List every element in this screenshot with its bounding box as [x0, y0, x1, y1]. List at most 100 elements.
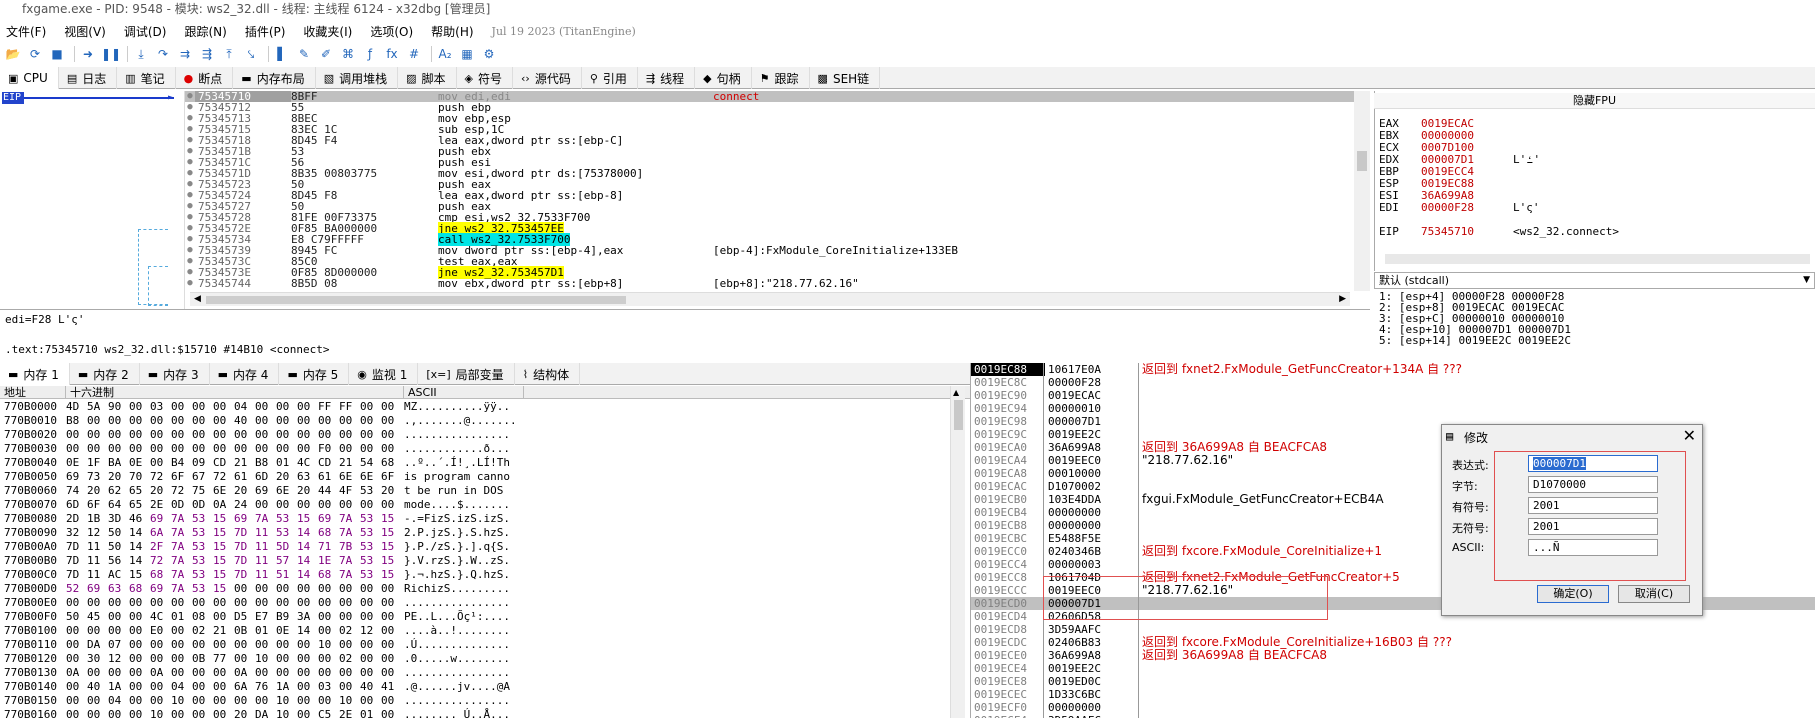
tab-3[interactable]: ●断点	[176, 67, 234, 89]
tab-6[interactable]: ▨脚本	[398, 67, 457, 89]
cancel-button[interactable]: 取消(C)	[1618, 585, 1690, 603]
mem-tab-5[interactable]: ◉监视 1	[349, 363, 419, 385]
stack-arg[interactable]: 2: [esp+8] 0019ECAC 0019ECAC	[1379, 301, 1565, 314]
menu-item-5[interactable]: 收藏夹(I)	[303, 24, 353, 39]
step-over-icon[interactable]: ↷	[157, 47, 169, 61]
dialog-field-4[interactable]: ...Ñ	[1528, 539, 1658, 556]
stack-arg[interactable]: 1: [esp+4] 00000F28 00000F28	[1379, 290, 1565, 303]
mem-tab-3[interactable]: ▬内存 4	[210, 363, 280, 385]
strings-icon[interactable]: A₂	[438, 47, 452, 61]
disasm-hscrollbar[interactable]: ◀ ▶	[190, 292, 1350, 306]
dialog-field-3[interactable]: 2001	[1528, 518, 1658, 535]
stack-arg[interactable]: 5: [esp+14] 0019EE2C 0019EE2C	[1379, 334, 1572, 347]
menu-item-0[interactable]: 文件(F)	[6, 24, 47, 39]
mem-tab-4[interactable]: ▬内存 5	[279, 363, 350, 385]
breakpoint-dot-icon[interactable]: ●	[187, 278, 193, 288]
dialog-field-0[interactable]: 000007D1	[1528, 455, 1658, 472]
breakpoint-dot-icon[interactable]: ●	[187, 267, 193, 277]
tab-4[interactable]: ▬内存布局	[233, 67, 316, 89]
scroll-up-icon[interactable]: ▲	[953, 388, 960, 397]
ok-button[interactable]: 确定(O)	[1537, 585, 1609, 603]
mem-tab-7[interactable]: ⌇结构体	[515, 363, 581, 385]
label-icon[interactable]: ✐	[320, 47, 332, 61]
breakpoint-dot-icon[interactable]: ●	[187, 102, 193, 112]
hide-fpu-button[interactable]: 隐藏FPU	[1374, 93, 1815, 109]
breakpoint-dot-icon[interactable]: ●	[187, 223, 193, 233]
dialog-field-1[interactable]: D1070000	[1528, 476, 1658, 493]
restart-icon[interactable]: ⟳	[29, 47, 41, 61]
trace-over-icon[interactable]: ⇶	[201, 47, 213, 61]
trace-into-icon[interactable]: ⇉	[179, 47, 191, 61]
tab-1[interactable]: ▤日志	[59, 67, 118, 89]
breakpoint-dot-icon[interactable]: ●	[187, 157, 193, 167]
run-icon[interactable]: ➜	[82, 47, 94, 61]
comment-icon[interactable]: ✎	[298, 47, 310, 61]
breakpoint-dot-icon[interactable]: ●	[187, 124, 193, 134]
stack-row[interactable]: 0019ECF43D59AAFC	[971, 714, 1815, 718]
reg-hscrollbar[interactable]	[1385, 254, 1810, 264]
tab-12[interactable]: ⚑跟踪	[752, 67, 810, 89]
breakpoint-dot-icon[interactable]: ●	[187, 245, 193, 255]
dialog-field-2[interactable]: 2001	[1528, 497, 1658, 514]
tab-5[interactable]: ▧调用堆栈	[316, 67, 399, 89]
breakpoint-dot-icon[interactable]: ●	[187, 234, 193, 244]
tab-0[interactable]: ▣CPU	[0, 67, 59, 89]
breakpoint-dot-icon[interactable]: ●	[187, 212, 193, 222]
calculator-icon[interactable]: ▦	[461, 47, 473, 61]
menu-item-2[interactable]: 调试(D)	[123, 24, 167, 39]
breakpoint-dot-icon[interactable]: ●	[187, 113, 193, 123]
mem-tab-6[interactable]: [x=]局部变量	[418, 363, 515, 385]
open-icon[interactable]: 📂	[5, 47, 21, 61]
menu-item-1[interactable]: 视图(V)	[64, 24, 106, 39]
menu-item-4[interactable]: 插件(P)	[244, 24, 286, 39]
tab-13[interactable]: ▩SEH链	[810, 67, 881, 89]
breakpoint-dot-icon[interactable]: ●	[187, 201, 193, 211]
calling-convention-select[interactable]: 默认 (stdcall) ▼	[1374, 272, 1815, 289]
patch-icon[interactable]: ▌	[277, 47, 287, 61]
breakpoint-dot-icon[interactable]: ●	[187, 146, 193, 156]
